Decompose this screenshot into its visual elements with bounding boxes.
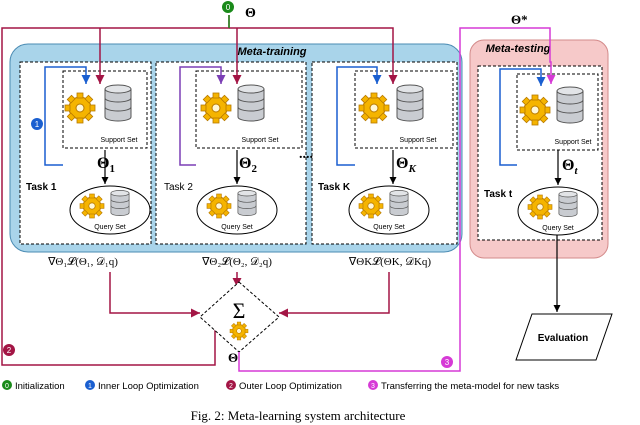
gradient-1: ∇Θ₁𝓛(Θ₁, 𝒟₁q) bbox=[47, 255, 118, 268]
database-icon bbox=[558, 191, 578, 217]
svg-text:3: 3 bbox=[445, 358, 450, 367]
gear-icon bbox=[527, 194, 553, 220]
sum-symbol: Σ bbox=[233, 298, 246, 323]
gear-icon bbox=[519, 94, 551, 126]
meta-testing-title: Meta-testing bbox=[486, 43, 551, 55]
svg-text:1: 1 bbox=[88, 383, 92, 390]
legend-transfer: Transferring the meta-model for new task… bbox=[381, 381, 559, 392]
support-set-label: Support Set bbox=[101, 137, 138, 144]
theta-2-label: Θ2 bbox=[239, 155, 257, 175]
gear-icon bbox=[64, 92, 96, 124]
query-set-label: Query Set bbox=[542, 225, 574, 232]
legend-initialization: Initialization bbox=[15, 381, 65, 392]
svg-text:2: 2 bbox=[7, 346, 12, 355]
task-1-label: Task 1 bbox=[26, 182, 57, 193]
svg-text:1: 1 bbox=[35, 120, 40, 129]
gradient-2: ∇Θ₂𝓛(Θ₂, 𝒟₂q) bbox=[201, 255, 272, 268]
theta-k-label: ΘK bbox=[396, 155, 416, 175]
support-set-label: Support Set bbox=[242, 137, 279, 144]
database-icon bbox=[556, 86, 584, 124]
theta-1-label: Θ1 bbox=[97, 155, 115, 175]
badge-2 bbox=[3, 344, 15, 356]
legend: 0 Initialization 1 Inner Loop Optimizati… bbox=[2, 380, 559, 392]
evaluation-node bbox=[515, 313, 613, 361]
query-set-label: Query Set bbox=[373, 224, 405, 231]
badge-3 bbox=[441, 356, 453, 368]
gear-icon bbox=[358, 92, 390, 124]
legend-inner-loop: Inner Loop Optimization bbox=[98, 381, 199, 392]
figure-caption: Fig. 2: Meta-learning system architectur… bbox=[191, 408, 406, 423]
tasks-ellipsis: .... bbox=[299, 147, 313, 162]
gear-icon bbox=[229, 321, 249, 341]
database-icon bbox=[389, 190, 409, 216]
svg-text:0: 0 bbox=[226, 3, 231, 12]
support-set-label: Support Set bbox=[400, 137, 437, 144]
gear-icon bbox=[206, 193, 232, 219]
meta-theta: Θ* bbox=[511, 12, 528, 27]
database-icon bbox=[396, 84, 424, 122]
theta-t-label: Θt bbox=[562, 157, 578, 177]
query-set-label: Query Set bbox=[94, 224, 126, 231]
svg-text:0: 0 bbox=[5, 383, 9, 390]
database-icon bbox=[104, 84, 132, 122]
evaluation-label: Evaluation bbox=[538, 333, 589, 344]
aggregated-theta: Θ bbox=[228, 350, 238, 365]
gear-icon bbox=[200, 92, 232, 124]
gear-icon bbox=[79, 193, 105, 219]
svg-text:2: 2 bbox=[229, 383, 233, 390]
meta-training-title: Meta-training bbox=[237, 46, 306, 58]
badge-0 bbox=[222, 1, 234, 13]
task-k-label: Task K bbox=[318, 182, 351, 193]
support-set-label: Support Set bbox=[555, 139, 592, 146]
task-t-label: Task t bbox=[484, 189, 513, 200]
database-icon bbox=[237, 84, 265, 122]
svg-text:3: 3 bbox=[371, 383, 375, 390]
legend-outer-loop: Outer Loop Optimization bbox=[239, 381, 342, 392]
gear-icon bbox=[358, 193, 384, 219]
initial-theta: Θ bbox=[245, 6, 256, 21]
task-2-label: Task 2 bbox=[164, 182, 193, 193]
query-set-label: Query Set bbox=[221, 224, 253, 231]
gradient-k: ∇ΘK𝓛(ΘK, 𝒟Kq) bbox=[348, 255, 432, 268]
badge-1 bbox=[31, 118, 43, 130]
database-icon bbox=[110, 190, 130, 216]
database-icon bbox=[237, 190, 257, 216]
